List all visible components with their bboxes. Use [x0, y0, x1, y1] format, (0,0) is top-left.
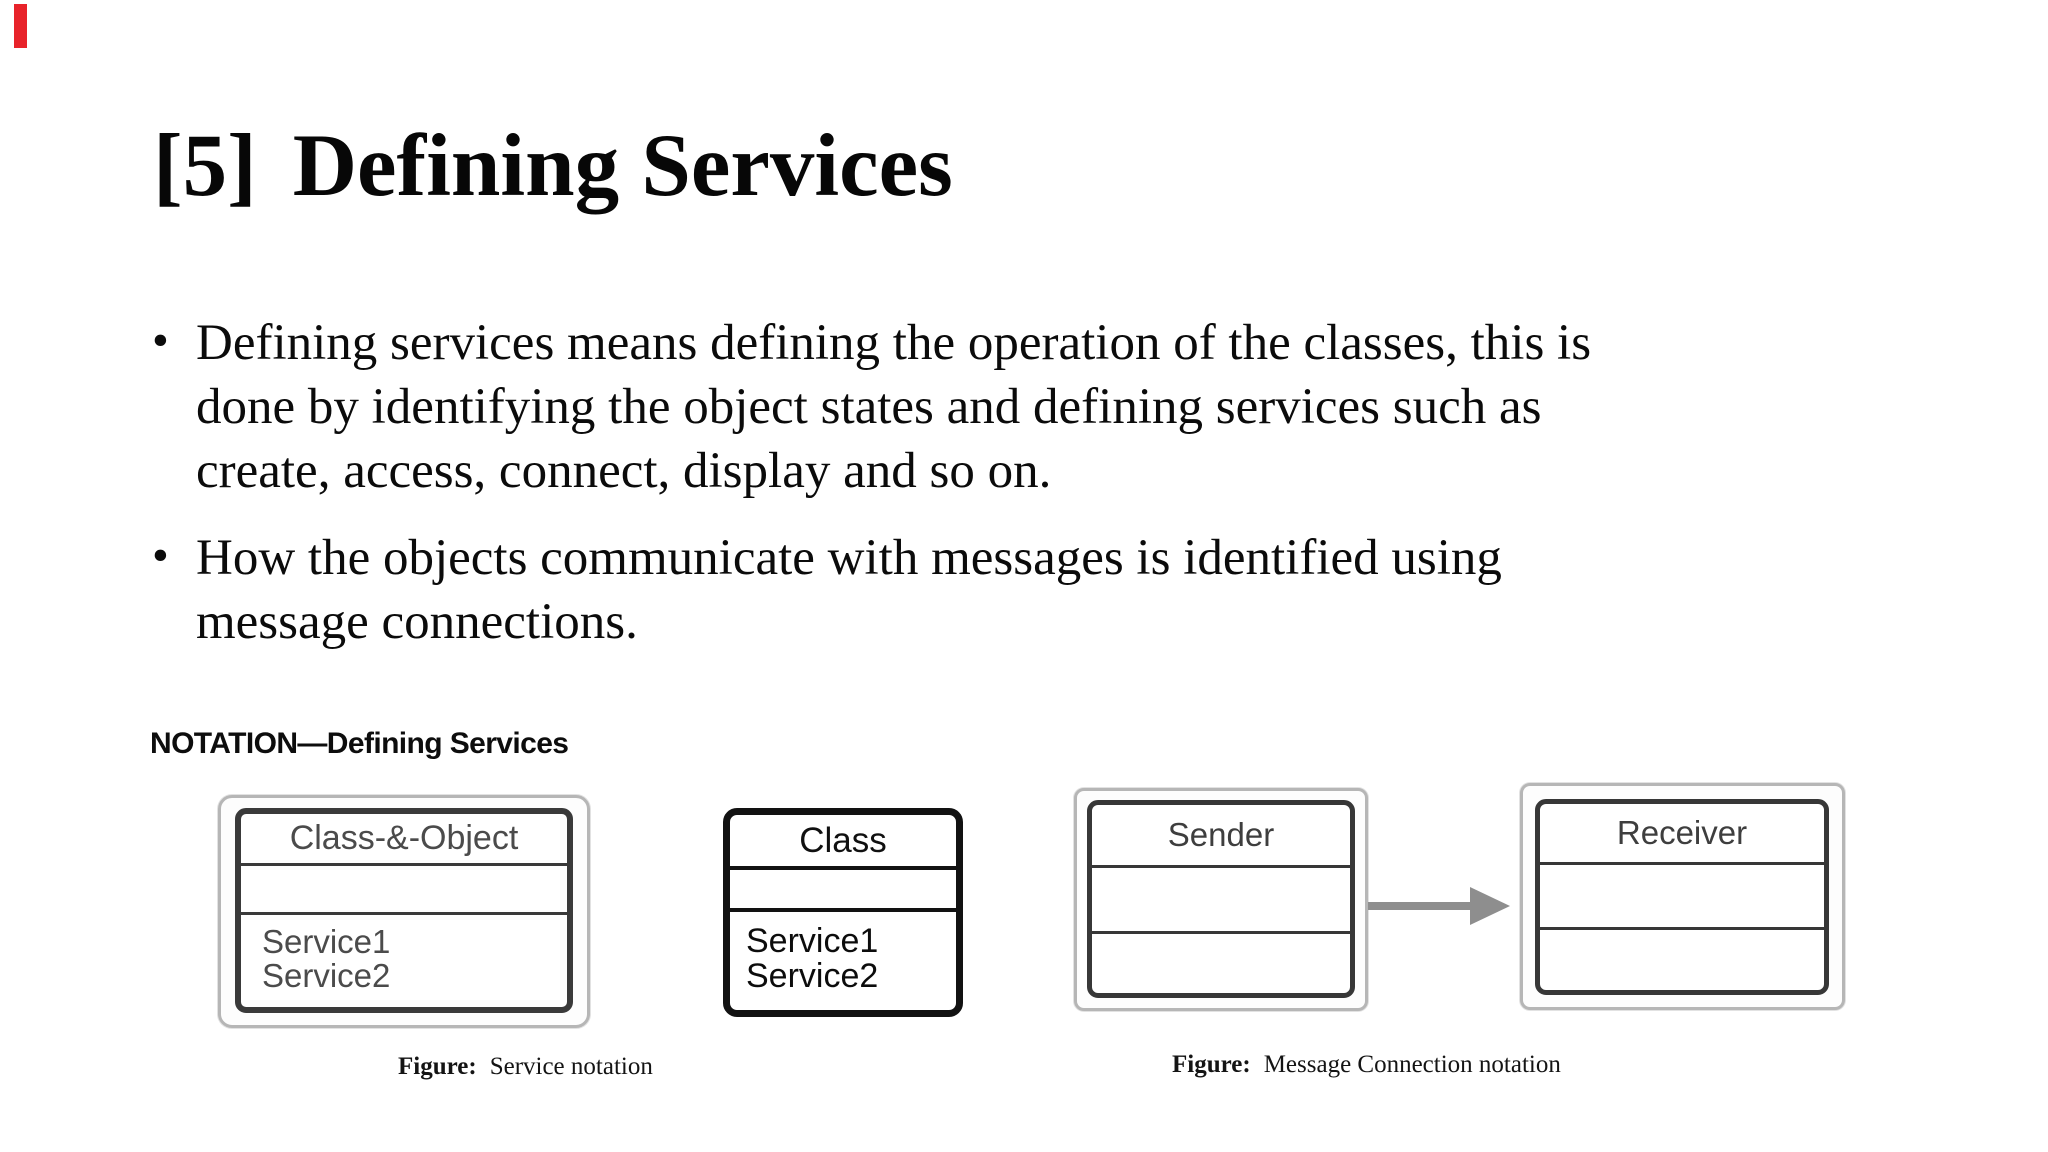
class-object-box-inner: Class-&-Object Service1 Service2 — [235, 808, 573, 1013]
attributes-section — [1540, 865, 1824, 930]
bullet-item: • How the objects communicate with messa… — [152, 526, 1616, 654]
receiver-box: Receiver — [1520, 783, 1845, 1010]
attributes-section — [241, 866, 567, 915]
receiver-box-inner: Receiver — [1535, 799, 1829, 995]
service-item: Service2 — [746, 957, 879, 995]
sender-box-inner: Sender — [1087, 800, 1355, 998]
figure-caption-message: Figure: Message Connection notation — [1172, 1051, 1561, 1079]
bullet-dot: • — [152, 529, 169, 582]
class-object-box: Class-&-Object Service1 Service2 — [218, 795, 590, 1028]
figure-label: Figure: — [398, 1053, 477, 1080]
service-item: Service1 — [746, 922, 879, 960]
bullet-dot: • — [152, 314, 169, 367]
sender-box: Sender — [1074, 788, 1368, 1011]
services-section: Service1 Service2 — [730, 912, 956, 1010]
figure-caption-service: Figure: Service notation — [398, 1053, 653, 1081]
services-section: Service1 Service2 — [241, 915, 567, 1007]
bullet-line: create, access, connect, display and so … — [196, 443, 1052, 499]
bullet-line: message connections. — [196, 594, 638, 650]
bullet-line: done by identifying the object states an… — [196, 379, 1542, 435]
bullet-item: • Defining services means defining the o… — [152, 311, 1616, 503]
title-number: [5] — [153, 117, 257, 215]
figure-label: Figure: — [1172, 1051, 1251, 1078]
bullet-line: How the objects communicate with message… — [196, 530, 1502, 586]
class-box: Class Service1 Service2 — [723, 808, 963, 1017]
title-text: Defining Services — [292, 117, 953, 215]
box-title: Class-&-Object — [241, 814, 567, 866]
attributes-section — [730, 870, 956, 912]
service-item: Service1 — [262, 923, 391, 960]
figure-text: Message Connection notation — [1263, 1051, 1561, 1078]
box-title: Class — [730, 815, 956, 870]
attributes-section — [1092, 868, 1350, 934]
message-arrow-icon — [1368, 902, 1472, 910]
box-title: Sender — [1092, 805, 1350, 868]
red-marker — [14, 4, 27, 48]
bullet-line: Defining services means defining the ope… — [196, 315, 1592, 371]
message-arrow-head-icon — [1470, 887, 1510, 925]
figure-text: Service notation — [489, 1053, 653, 1080]
bullet-list: • Defining services means defining the o… — [152, 311, 1616, 654]
box-title: Receiver — [1540, 804, 1824, 865]
page-title: [5] Defining Services — [153, 117, 953, 216]
notation-heading: NOTATION—Defining Services — [150, 727, 569, 760]
service-item: Service2 — [262, 957, 391, 994]
